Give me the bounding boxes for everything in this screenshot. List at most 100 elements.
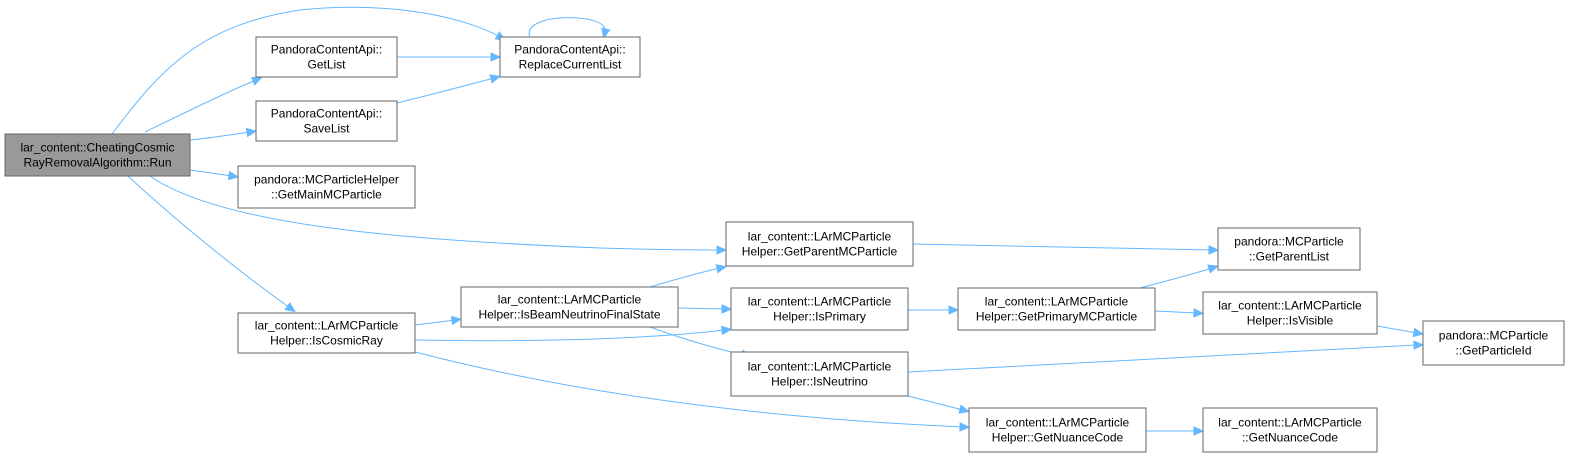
node-getparticleid[interactable]: pandora::MCParticle::GetParticleId — [1422, 320, 1565, 366]
node-getparentlist[interactable]: pandora::MCParticle::GetParentList — [1217, 227, 1361, 271]
node-box — [460, 286, 679, 328]
node-run[interactable]: lar_content::CheatingCosmicRayRemovalAlg… — [4, 133, 191, 177]
edge-line — [127, 175, 291, 309]
node-label: Helper::IsBeamNeutrinoFinalState — [478, 308, 660, 322]
node-getlist[interactable]: PandoraContentApi::GetList — [255, 36, 398, 78]
node-label: lar_content::LArMCParticle — [1218, 299, 1362, 313]
node-label: Helper::GetNuanceCode — [992, 431, 1124, 445]
edge-line — [396, 77, 495, 104]
edge-arrowhead — [245, 127, 258, 138]
edge-arrowhead — [1193, 426, 1205, 436]
edge-getprimarymc-to-isvisible — [1154, 308, 1205, 318]
node-label: pandora::MCParticle — [1439, 329, 1549, 343]
edge-isneutrino-to-getparticleid — [907, 340, 1425, 373]
edge-arrowhead — [1207, 264, 1219, 274]
node-label: PandoraContentApi:: — [271, 107, 382, 121]
edge-isbeamnu-to-isprimary — [677, 304, 733, 314]
node-isprimary[interactable]: lar_content::LArMCParticleHelper::IsPrim… — [730, 287, 909, 331]
edge-arrowhead — [948, 305, 960, 315]
node-box — [730, 351, 909, 397]
node-getprimarymc[interactable]: lar_content::LArMCParticleHelper::GetPri… — [957, 287, 1156, 331]
edge-line — [1154, 310, 1198, 314]
node-iscosmic[interactable]: lar_content::LArMCParticleHelper::IsCosm… — [237, 312, 416, 354]
edge-line — [144, 79, 257, 133]
node-label: ReplaceCurrentList — [519, 58, 622, 72]
node-label: Helper::IsCosmicRay — [270, 334, 383, 348]
edge-isprimary-to-getprimarymc — [908, 305, 960, 315]
node-label: ::GetParticleId — [1455, 344, 1531, 358]
node-box — [730, 287, 909, 331]
edge-iscosmic-to-isbeamnu — [414, 315, 463, 326]
edge-arrowhead — [720, 325, 733, 336]
node-label: PandoraContentApi:: — [271, 43, 382, 57]
node-getparentmc[interactable]: lar_content::LArMCParticleHelper::GetPar… — [725, 221, 914, 267]
node-box — [255, 100, 398, 142]
edge-line — [189, 131, 251, 141]
node-isvisible[interactable]: lar_content::LArMCParticleHelper::IsVisi… — [1202, 291, 1378, 335]
edge-arrowhead — [959, 422, 971, 432]
node-getmainmc[interactable]: pandora::MCParticleHelper::GetMainMCPart… — [237, 165, 416, 209]
node-box — [237, 165, 416, 209]
node-box — [1202, 407, 1378, 453]
call-graph-nodes: lar_content::CheatingCosmicRayRemovalAlg… — [4, 36, 1565, 453]
node-box — [1422, 320, 1565, 366]
edge-line — [414, 319, 456, 326]
edge-getnuance_h-to-getnuance_p — [1146, 426, 1205, 436]
node-isneutrino[interactable]: lar_content::LArMCParticleHelper::IsNeut… — [730, 351, 909, 397]
edge-arrowhead — [489, 74, 501, 84]
edge-arrowhead — [1413, 340, 1425, 350]
edge-arrowhead — [1193, 308, 1205, 318]
edge-line — [907, 395, 964, 411]
node-label: pandora::MCParticleHelper — [254, 173, 399, 187]
edge-savelist-to-replace — [396, 74, 501, 104]
edge-line — [677, 307, 726, 310]
edge-line — [649, 267, 721, 288]
node-getnuance_p[interactable]: lar_content::LArMCParticle::GetNuanceCod… — [1202, 407, 1378, 453]
node-label: ::GetNuanceCode — [1242, 431, 1338, 445]
node-label: ::GetMainMCParticle — [271, 188, 382, 202]
node-getnuance_h[interactable]: lar_content::LArMCParticleHelper::GetNua… — [968, 407, 1147, 453]
node-label: lar_content::LArMCParticle — [498, 293, 642, 307]
node-label: RayRemovalAlgorithm::Run — [23, 156, 171, 170]
node-label: Helper::GetPrimaryMCParticle — [976, 310, 1138, 324]
node-label: lar_content::CheatingCosmic — [20, 141, 174, 155]
edge-getparentmc-to-getparentlist — [912, 243, 1220, 255]
node-label: lar_content::LArMCParticle — [748, 230, 892, 244]
edge-run-to-savelist — [189, 127, 258, 141]
node-label: pandora::MCParticle — [1234, 235, 1344, 249]
node-label: lar_content::LArMCParticle — [748, 360, 892, 374]
edge-line — [649, 326, 746, 356]
node-label: GetList — [307, 58, 346, 72]
node-label: SaveList — [303, 122, 350, 136]
edge-iscosmic-to-isprimary — [414, 325, 733, 342]
node-box — [1202, 291, 1378, 335]
node-label: Helper::IsNeutrino — [771, 375, 868, 389]
edge-arrowhead — [715, 264, 728, 274]
edge-line — [1376, 325, 1418, 334]
node-label: ::GetParentList — [1249, 250, 1330, 264]
edge-iscosmic-to-getnuance_h — [414, 351, 971, 432]
node-replace[interactable]: PandoraContentApi::ReplaceCurrentList — [499, 36, 641, 78]
edge-arrowhead — [450, 315, 463, 326]
node-savelist[interactable]: PandoraContentApi::SaveList — [255, 100, 398, 142]
node-label: PandoraContentApi:: — [514, 43, 625, 57]
node-label: lar_content::LArMCParticle — [748, 295, 892, 309]
edge-arrowhead — [601, 27, 611, 40]
edge-isbeamnu-to-getparentmc — [649, 264, 728, 288]
node-label: lar_content::LArMCParticle — [255, 319, 399, 333]
edge-arrowhead — [250, 76, 263, 86]
node-label: lar_content::LArMCParticle — [985, 295, 1129, 309]
edge-getlist-to-replace — [397, 52, 502, 62]
edge-getprimarymc-to-getparentlist — [1139, 264, 1219, 289]
edge-replace-to-replace — [528, 17, 611, 40]
node-label: lar_content::LArMCParticle — [1218, 416, 1362, 430]
node-isbeamnu[interactable]: lar_content::LArMCParticleHelper::IsBeam… — [460, 286, 679, 328]
node-box — [237, 312, 416, 354]
node-label: Helper::GetParentMCParticle — [742, 245, 898, 259]
edge-run-to-getmainmc — [189, 169, 240, 181]
node-label: Helper::IsVisible — [1247, 314, 1334, 328]
node-box — [1217, 227, 1361, 271]
edge-line — [414, 351, 964, 428]
edge-arrowhead — [721, 304, 733, 314]
